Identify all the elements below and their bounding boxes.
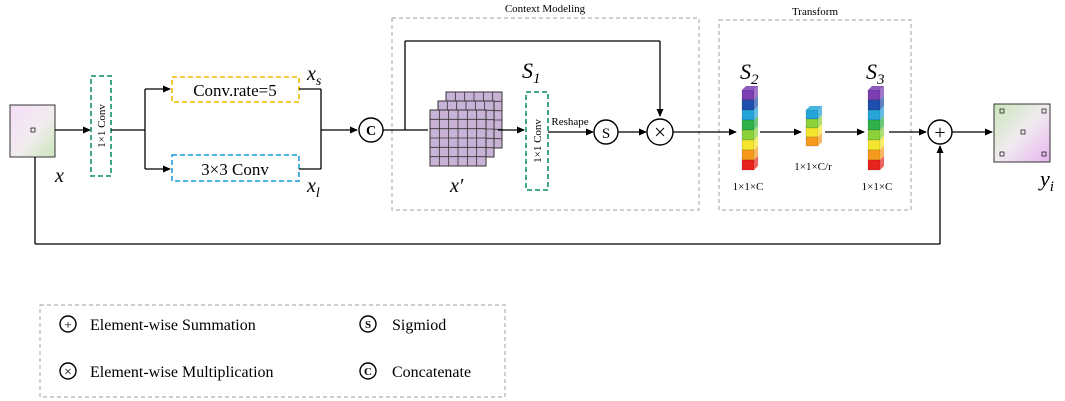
stackMid-cell-2 [805,127,819,138]
feature-map-stack [429,91,503,167]
output-image-pixel-4 [999,151,1005,157]
stackS2-cell-6 [741,149,755,161]
x-prime-label: x′ [449,175,464,197]
input-x-label: x [54,165,64,187]
legend-sum-symbol: + [64,317,71,332]
stackS2-side-2 [754,106,758,120]
context-modeling-title: Context Modeling [505,3,586,15]
stackS3-cell-0 [867,89,881,101]
concat-operator-symbol: C [366,124,376,139]
s2-channel-vector [741,86,758,171]
stackS2-cell-4 [741,129,755,141]
xl-label: xl [306,175,320,201]
stackS3-side-0 [880,86,884,100]
context-modeling-region [391,17,700,211]
stackS2-side-7 [754,156,758,170]
stackS2-cell-7 [741,159,755,171]
conv3x3-block [171,154,300,182]
stackMid-side-3 [818,133,822,146]
conv1x1-label-a: 1×1 Conv [96,104,108,148]
legend-concat-icon [359,362,377,380]
transform-region [718,19,912,211]
stackS2-cell-2 [741,109,755,121]
s2-label: S2 [740,59,759,88]
stackS3-top [868,86,884,90]
stackS3-side-3 [880,116,884,130]
s3-dim-label: 1×1×C [862,181,893,193]
s3-label: S3 [866,59,885,88]
stackS2-side-1 [754,96,758,110]
stackS3-side-2 [880,106,884,120]
stackS2-cell-5 [741,139,755,151]
conv1x1-label-b: 1×1 Conv [532,119,544,163]
stackS3-side-1 [880,96,884,110]
stackMid-cell-0 [805,109,819,120]
stackS3-side-7 [880,156,884,170]
s3-channel-vector [867,86,884,171]
legend-sum-label: Element-wise Summation [90,317,256,334]
multiply-operator-symbol: × [654,120,666,144]
stackS2-cell-1 [741,99,755,111]
legend-multiply-symbol: × [64,365,72,380]
stackS3-cell-2 [867,109,881,121]
legend-multiply-label: Element-wise Multiplication [90,364,274,381]
legend-concat-label: Concatenate [392,364,471,381]
output-y-label: yi [1038,166,1054,195]
stackS2-cell-3 [741,119,755,131]
stackMid-top [806,106,822,110]
input-image [9,104,56,158]
s1-label: S1 [522,58,541,87]
sum-operator-symbol: + [934,122,945,144]
mid-dim-label: 1×1×C/r [794,161,832,173]
stackS3-side-6 [880,146,884,160]
stackS3-cell-6 [867,149,881,161]
legend-concat-symbol: C [364,366,372,378]
legend-sum-icon [59,315,77,333]
stackS2-side-4 [754,126,758,140]
stackMid-side-2 [818,124,822,137]
stackMid-side-0 [818,106,822,119]
stackS3-cell-3 [867,119,881,131]
output-image-pixel-1 [999,108,1005,114]
stackMid-side-1 [818,115,822,128]
output-image-pixel-5 [1041,151,1047,157]
input-image-pixel [30,127,36,133]
feature-map-grid-3 [429,109,487,167]
legend-sigmoid-icon [359,315,377,333]
stackMid-cell-3 [805,136,819,147]
legend-box [39,304,506,398]
conv1x1-block-a [90,75,112,177]
legend-multiply-icon [59,362,77,380]
s2-dim-label: 1×1×C [733,181,764,193]
stackS2-top [742,86,758,90]
conv1x1-block-b [525,91,549,191]
output-image-pixel-3 [1020,129,1026,135]
stackS2-cell-0 [741,89,755,101]
reshape-label: Reshape [551,116,588,128]
stackS2-side-5 [754,136,758,150]
output-image-pixel-2 [1041,108,1047,114]
legend-sigmoid-symbol: S [365,319,371,331]
transform-title: Transform [792,6,838,18]
stackS3-cell-7 [867,159,881,171]
dilated-conv-label: Conv.rate=5 [193,81,277,100]
stackMid-cell-1 [805,118,819,129]
legend-sigmoid-label: Sigmiod [392,317,446,334]
stackS3-cell-4 [867,129,881,141]
stackS2-side-0 [754,86,758,100]
conv3x3-label: 3×3 Conv [201,160,269,179]
stackS3-cell-5 [867,139,881,151]
stackS3-cell-1 [867,99,881,111]
stackS3-side-5 [880,136,884,150]
stackS2-side-3 [754,116,758,130]
stackS2-side-6 [754,146,758,160]
xs-label: xs [306,63,322,89]
stackS3-side-4 [880,126,884,140]
sigmoid-operator-symbol: S [602,126,610,142]
mid-channel-vector [805,106,822,147]
